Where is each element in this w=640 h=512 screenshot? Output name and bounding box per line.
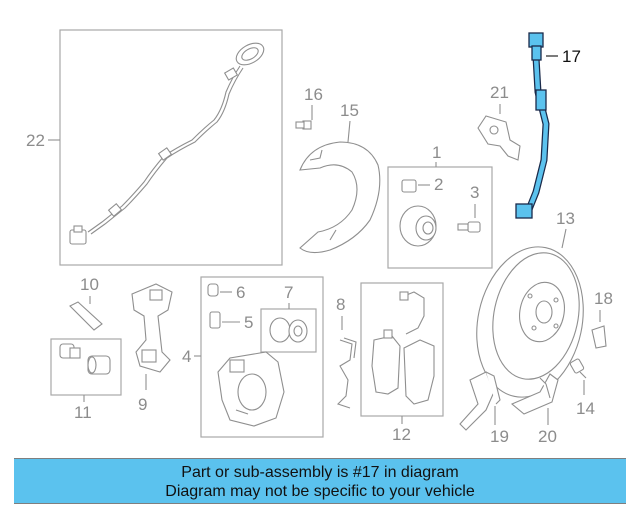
abs-sensor-box xyxy=(59,29,283,266)
callout-2[interactable]: 2 xyxy=(434,175,443,194)
caliper-group: 4 6 5 7 xyxy=(182,276,324,438)
spring-clip-8: 8 xyxy=(336,295,357,409)
abs-sensor-group: 22 xyxy=(26,29,283,266)
callout-20[interactable]: 20 xyxy=(538,427,557,446)
brake-pads-group: 12 xyxy=(360,282,444,444)
banner-line-1: Part or sub-assembly is #17 in diagram xyxy=(181,464,459,481)
banner-line-2: Diagram may not be specific to your vehi… xyxy=(165,483,475,500)
callout-11[interactable]: 11 xyxy=(74,403,92,422)
callout-10[interactable]: 10 xyxy=(80,275,99,294)
callout-14[interactable]: 14 xyxy=(576,399,595,418)
callout-3[interactable]: 3 xyxy=(470,183,479,202)
brackets-19-20: 19 20 xyxy=(459,371,559,446)
hub-group: 1 2 3 xyxy=(387,143,493,269)
caliper-bracket-9: 9 xyxy=(131,283,173,414)
rotor-13: 13 xyxy=(476,209,584,398)
callout-17[interactable]: 17 xyxy=(562,47,581,66)
brake-pad-outer xyxy=(403,339,435,405)
callout-4[interactable]: 4 xyxy=(182,347,191,366)
clip-screw-group: 18 14 xyxy=(569,289,613,418)
callout-18[interactable]: 18 xyxy=(594,289,613,308)
brake-hose-17[interactable]: 17 xyxy=(515,32,581,219)
splash-shield xyxy=(299,141,381,254)
callout-12[interactable]: 12 xyxy=(392,425,411,444)
splash-shield-group: 16 15 xyxy=(295,85,381,254)
callout-9[interactable]: 9 xyxy=(138,395,147,414)
guide-pins-group: 10 11 xyxy=(50,275,122,422)
callout-7[interactable]: 7 xyxy=(284,283,293,302)
callout-8[interactable]: 8 xyxy=(336,295,345,314)
callout-15[interactable]: 15 xyxy=(340,101,359,120)
callout-1[interactable]: 1 xyxy=(432,143,441,162)
callout-5[interactable]: 5 xyxy=(244,313,253,332)
callout-6[interactable]: 6 xyxy=(236,283,245,302)
callout-13[interactable]: 13 xyxy=(556,209,575,228)
callout-21[interactable]: 21 xyxy=(490,83,509,102)
callout-22[interactable]: 22 xyxy=(26,131,45,150)
bracket-21: 21 xyxy=(477,83,521,161)
caliper-box xyxy=(200,276,324,438)
callout-19[interactable]: 19 xyxy=(490,427,509,446)
info-banner: Part or sub-assembly is #17 in diagram D… xyxy=(14,458,626,504)
brake-pad-inner xyxy=(371,335,401,395)
guide-pins-box xyxy=(50,338,122,396)
callout-16[interactable]: 16 xyxy=(304,85,323,104)
hub-box xyxy=(387,166,493,269)
